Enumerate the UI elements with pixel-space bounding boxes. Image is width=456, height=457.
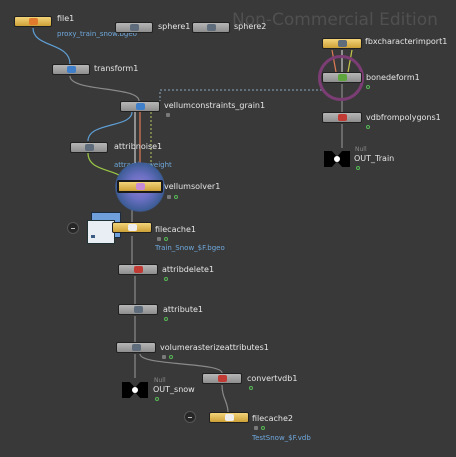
- filecache2-path: TestSnow_$F.vdb: [252, 434, 311, 442]
- transform1-label: transform1: [94, 64, 139, 73]
- wire-convertvdb-filecache2: [221, 384, 229, 413]
- bone-icon: [338, 74, 347, 81]
- vellumsolver1-label: vellumsolver1: [164, 182, 221, 191]
- watermark: Non-Commercial Edition: [232, 10, 438, 30]
- delete-icon: [134, 266, 143, 273]
- sphere-icon: [207, 24, 216, 31]
- sphere1-node[interactable]: [115, 22, 153, 33]
- attribnoise1-label: attribnoise1: [114, 142, 163, 151]
- attribdelete1-flag: [164, 277, 168, 281]
- vellumsolver1-node[interactable]: [117, 180, 163, 193]
- wire-bonedeform-constraints: [159, 89, 322, 101]
- vellumsolver1-flag: [174, 195, 178, 199]
- filecache1-lock-icon: [157, 237, 161, 241]
- bonedeform1-label: bonedeform1: [366, 73, 420, 82]
- sphere2-label: sphere2: [234, 22, 267, 31]
- wire-file1-transform1: [32, 27, 71, 65]
- cache-icon: [128, 224, 137, 231]
- vdb-icon: [338, 114, 347, 121]
- cache-icon: [225, 414, 234, 421]
- file-icon: [29, 18, 38, 25]
- filecache1-flag: [164, 237, 168, 241]
- out-snow-label: OUT_snow: [153, 385, 195, 394]
- attribdelete1-label: attribdelete1: [162, 265, 215, 274]
- wire-volumeraster-convertvdb: [139, 353, 223, 374]
- fbxcharacterimport1-label: fbxcharacterimport1: [365, 37, 448, 46]
- attribute1-label: attribute1: [163, 305, 203, 314]
- filecache1-node[interactable]: [112, 222, 152, 233]
- volumerasterizeattributes1-node[interactable]: [116, 342, 156, 353]
- wire-transform1-vellumconstraints: [69, 75, 140, 102]
- sphere-icon: [130, 24, 139, 31]
- filecache2-node[interactable]: [209, 412, 249, 423]
- filecache2-lock-icon: [254, 426, 258, 430]
- constraints-icon: [136, 103, 145, 110]
- out-snow-flag: [155, 397, 159, 401]
- vdbfrompolygons1-node[interactable]: [322, 112, 362, 123]
- solver-icon: [136, 183, 145, 190]
- volumeraster-lock-icon: [162, 355, 166, 359]
- convertvdb1-label: convertvdb1: [247, 374, 298, 383]
- vdbfrompolygons1-label: vdbfrompolygons1: [366, 113, 441, 122]
- out-snow-type: Null: [154, 377, 166, 384]
- vdb-icon: [218, 375, 227, 382]
- filecache1-bypass-minus-icon[interactable]: [67, 222, 79, 234]
- attribute1-flag: [164, 317, 168, 321]
- out-snow-null-icon[interactable]: [122, 380, 148, 400]
- file1-label: file1: [57, 14, 75, 23]
- transform1-node[interactable]: [52, 64, 90, 75]
- wire-vellumconstraints-attribnoise1: [87, 111, 133, 142]
- sphere1-label: sphere1: [158, 22, 191, 31]
- vellumconstraints-grain1-label: vellumconstraints_grain1: [164, 101, 266, 110]
- character-icon: [338, 40, 347, 47]
- file1-path: proxy_train_snow.bgeo: [57, 30, 137, 38]
- filecache1-label: filecache1: [155, 225, 196, 234]
- volumeraster-flag: [169, 355, 173, 359]
- vellumconstraints-lock-icon: [166, 113, 170, 117]
- vdbfrompolygons1-flag: [366, 125, 370, 129]
- out-train-flag: [356, 166, 360, 170]
- file1-node[interactable]: [14, 16, 52, 27]
- fbxcharacterimport1-node[interactable]: [322, 38, 362, 49]
- filecache2-flag: [261, 426, 265, 430]
- convertvdb1-flag: [249, 386, 253, 390]
- attribute-icon: [134, 306, 143, 313]
- vellumconstraints-grain1-node[interactable]: [120, 101, 160, 112]
- attribute1-node[interactable]: [118, 304, 158, 315]
- filecache2-label: filecache2: [252, 414, 293, 423]
- bonedeform1-flag: [366, 85, 370, 89]
- bonedeform1-highlight-ring: [318, 55, 364, 101]
- bonedeform1-node[interactable]: [322, 72, 362, 83]
- sphere2-node[interactable]: [192, 22, 230, 33]
- out-train-null-icon[interactable]: [324, 149, 350, 169]
- transform-icon: [67, 66, 76, 73]
- attribdelete1-node[interactable]: [118, 264, 158, 275]
- convertvdb1-node[interactable]: [202, 373, 242, 384]
- filecache1-path: Train_Snow_$F.bgeo: [155, 244, 225, 252]
- out-train-type: Null: [355, 146, 367, 153]
- volumerasterizeattributes1-label: volumerasterizeattributes1: [160, 343, 269, 352]
- noise-icon: [85, 144, 94, 151]
- filecache2-bypass-minus-icon[interactable]: [184, 411, 196, 423]
- volume-icon: [132, 344, 141, 351]
- out-train-label: OUT_Train: [354, 154, 395, 163]
- vellumsolver1-lock-icon: [167, 195, 171, 199]
- attribnoise1-node[interactable]: [70, 142, 108, 153]
